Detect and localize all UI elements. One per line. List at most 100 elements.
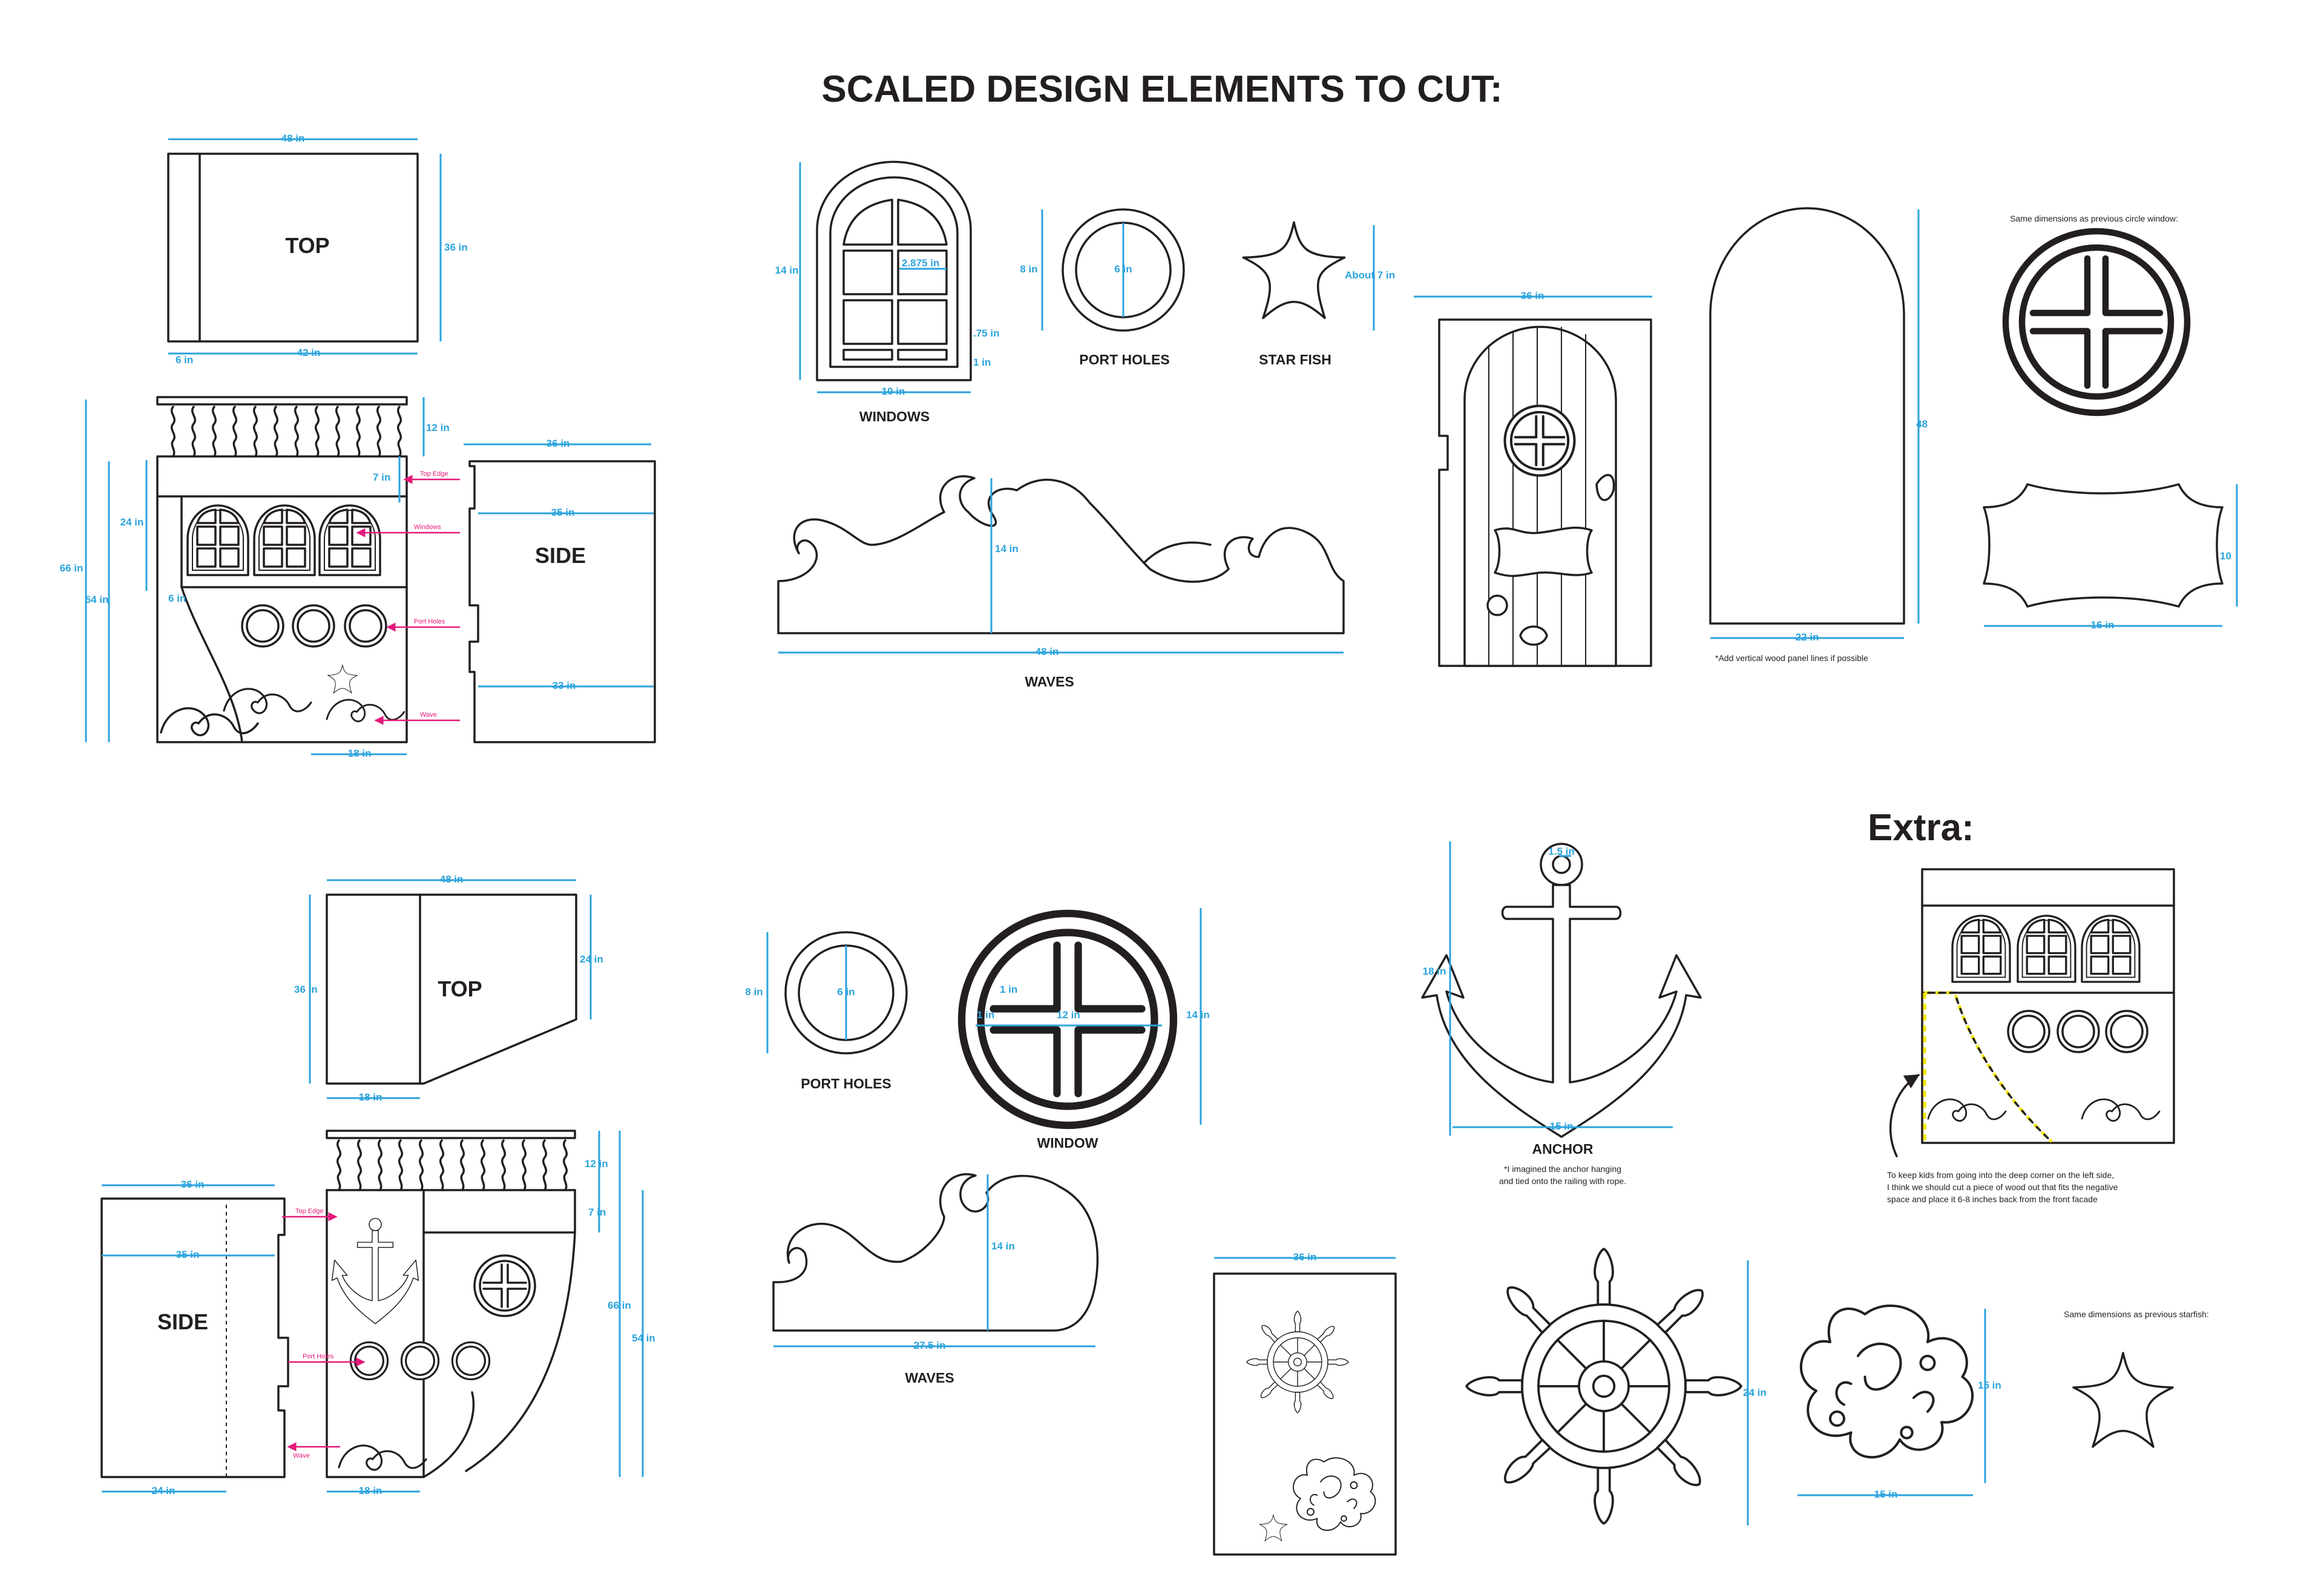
portholes1-inner-dim: 6 in — [1114, 263, 1132, 275]
front2-7-dim: 7 in — [588, 1206, 606, 1218]
octopus-height-dim: 15 in — [1978, 1380, 2001, 1391]
waves1-label: WAVES — [1025, 674, 1074, 689]
arch-note: *Add vertical wood panel lines if possib… — [1715, 653, 1868, 663]
callout-windows-1: Windows — [414, 524, 441, 531]
top2-18-dim: 18 in — [359, 1091, 382, 1103]
arch-height-dim: 48 — [1916, 418, 1928, 430]
top1-height-dim: 36 in — [444, 242, 468, 253]
top-view-2: TOP 48 in 36 in 24 in 18 in — [294, 874, 603, 1103]
windows-pane-dim: 2.875 in — [902, 257, 939, 269]
windows-label: WINDOWS — [859, 409, 930, 424]
door-facade: 36 in — [1414, 290, 1652, 667]
portholes1-height-dim: 8 in — [1020, 263, 1037, 275]
portholes2-inner-dim: 6 in — [837, 986, 855, 998]
plaque-height-dim: 10 — [2220, 550, 2231, 562]
extra-note-3: space and place it 6-8 inches back from … — [1887, 1194, 2098, 1204]
starfish-element-1: About 7 in STAR FISH — [1242, 221, 1395, 367]
top-view-1: TOP 48 in 36 in 6 in 42 in — [167, 133, 468, 366]
panel-width-dim: 36 in — [1293, 1251, 1317, 1263]
waves-element-1: 14 in 48 in WAVES — [777, 475, 1345, 689]
callout-portholes-2: Port Holes — [303, 1353, 334, 1360]
circle-window-ref: Same dimensions as previous circle windo… — [2006, 214, 2187, 413]
front-view-2: 12 in 7 in 66 in 54 in 18 in — [326, 1130, 655, 1496]
plaque-width-dim: 16 in — [2091, 619, 2115, 631]
portholes-element-1: 6 in 8 in PORT HOLES — [1020, 208, 1185, 367]
waves2-height-dim: 14 in — [991, 1240, 1015, 1252]
top2-36-dim: 36 in — [294, 984, 318, 995]
waves2-label: WAVES — [905, 1370, 954, 1386]
extra-heading: Extra: — [1868, 807, 1974, 849]
front2-anchor-icon — [331, 1217, 419, 1324]
callout-portholes-1: Port Holes — [414, 618, 445, 625]
octopus-width-dim: 15 in — [1874, 1489, 1898, 1500]
front1-6-dim: 6 in — [168, 593, 186, 604]
extra-note-1: To keep kids from going into the deep co… — [1887, 1170, 2114, 1180]
extra-section: Extra: To keep kids from going into the … — [1868, 807, 2175, 1204]
plaque-element: 10 16 in — [1983, 483, 2238, 631]
side-view-2: SIDE 36 in 35 in 24 in Top Edge Port Hol… — [100, 1179, 366, 1496]
starfish1-height-dim: About 7 in — [1345, 269, 1395, 281]
anchor-label: ANCHOR — [1532, 1141, 1594, 1157]
anchor-note-1: *I imagined the anchor hanging — [1504, 1164, 1621, 1174]
waves1-height-dim: 14 in — [995, 543, 1019, 554]
window2-a-dim: 1 in — [1000, 984, 1017, 995]
callout-top-edge-1: Top Edge — [420, 470, 448, 478]
extra-note-2: I think we should cut a piece of wood ou… — [1887, 1182, 2118, 1192]
front2-12-dim: 12 in — [585, 1158, 608, 1170]
top2-width-dim: 48 in — [440, 874, 464, 885]
arch-panel: 48 22 in *Add vertical wood panel lines … — [1709, 207, 1928, 663]
top1-right-dim: 42 in — [297, 347, 321, 358]
side-view-1: SIDE 36 in 35 in 33 in — [464, 438, 656, 743]
sheet-title: SCALED DESIGN ELEMENTS TO CUT: — [821, 68, 1502, 110]
front1-24-dim: 24 in — [120, 516, 144, 528]
front1-7-dim: 7 in — [373, 472, 390, 483]
window2-b-dim: 1 in — [977, 1009, 994, 1021]
side1-36-dim: 36 in — [547, 438, 570, 449]
anchor-element: 1.5 in 18 in 15 in ANCHOR *I imagined th… — [1421, 841, 1702, 1186]
anchor-note-2: and tied onto the railing with rope. — [1499, 1176, 1626, 1186]
front2-54-dim: 54 in — [632, 1332, 655, 1344]
decor-panel: 36 in — [1213, 1251, 1397, 1556]
side-view-2-label: SIDE — [157, 1309, 208, 1334]
octopus-element: 15 in 15 in — [1797, 1306, 2001, 1500]
windows-element: 14 in 2.875 in .75 in 1 in 10 in WINDOWS — [775, 160, 999, 424]
windows-width-dim: 10 in — [882, 386, 905, 397]
front1-54-dim: 54 in — [85, 594, 109, 605]
top2-24-dim: 24 in — [580, 953, 603, 965]
windows-border-dim: 1 in — [973, 357, 991, 368]
front2-66-dim: 66 in — [608, 1300, 631, 1311]
callout-wave-2: Wave — [293, 1452, 310, 1459]
portholes-element-2: 6 in 8 in PORT HOLES — [745, 931, 908, 1091]
arch-width-dim: 22 in — [1796, 631, 1819, 643]
portholes2-height-dim: 8 in — [745, 986, 763, 998]
front-view-1: 66 in 54 in 24 in 12 in 7 in 6 in 18 in … — [60, 396, 460, 759]
callout-wave-1: Wave — [420, 711, 437, 719]
top-view-1-label: TOP — [285, 233, 329, 258]
anchor-height-dim: 18 in — [1423, 966, 1446, 977]
window-element-2: 14 in 1 in 1 in 12 in WINDOW — [962, 908, 1210, 1151]
front1-12-dim: 12 in — [426, 422, 450, 433]
circle-window-note: Same dimensions as previous circle windo… — [2010, 214, 2178, 223]
front1-66-dim: 66 in — [60, 562, 84, 574]
wheel-height-dim: 24 in — [1743, 1387, 1767, 1398]
window2-c-dim: 12 in — [1057, 1009, 1080, 1021]
portholes2-label: PORT HOLES — [801, 1076, 891, 1091]
door-width-dim: 36 in — [1521, 290, 1544, 301]
side-view-1-label: SIDE — [535, 543, 586, 568]
waves2-width-dim: 27.5 in — [914, 1340, 946, 1351]
side2-36-dim: 36 in — [181, 1179, 205, 1190]
top1-left-dim: 6 in — [176, 354, 193, 366]
anchor-width-dim: 15 in — [1550, 1120, 1574, 1132]
window2-height-dim: 14 in — [1186, 1009, 1210, 1021]
side1-33-dim: 33 in — [553, 680, 576, 691]
anchor-ring-dim: 1.5 in — [1548, 846, 1574, 857]
starfish1-label: STAR FISH — [1259, 352, 1331, 367]
window2-label: WINDOW — [1037, 1135, 1098, 1151]
side2-35-dim: 35 in — [176, 1249, 200, 1260]
starfish-element-2: Same dimensions as previous starfish: — [2064, 1309, 2209, 1448]
waves1-width-dim: 48 in — [1036, 646, 1059, 657]
waves-element-2: 14 in 27.5 in WAVES — [772, 1173, 1099, 1386]
front1-18-dim: 18 in — [348, 748, 372, 759]
windows-frame-dim: .75 in — [973, 327, 999, 339]
